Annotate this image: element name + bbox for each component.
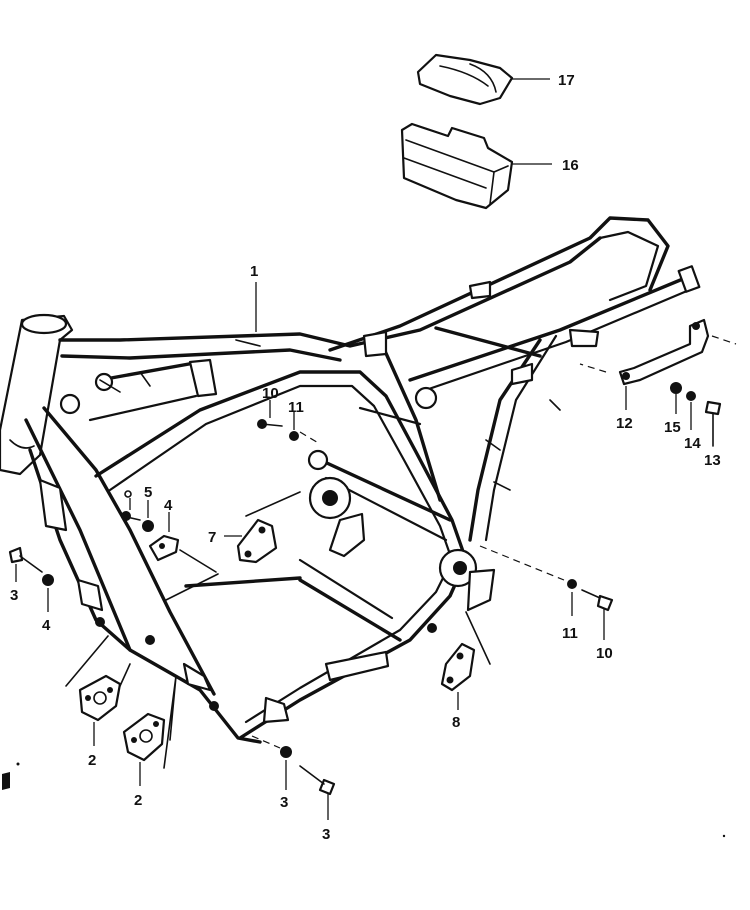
callout-12: 12	[616, 415, 633, 432]
callout-16: 16	[562, 157, 579, 174]
part-11-upper-washer	[289, 412, 299, 441]
part-9-plate	[440, 611, 491, 710]
callout-8: 7	[208, 529, 216, 546]
speck	[16, 762, 20, 766]
callout-9: 8	[452, 714, 460, 731]
edge-mark	[2, 772, 10, 790]
part-13-bolt	[704, 400, 722, 447]
part-1-main-frame	[0, 216, 701, 744]
part-3-lower-bolt	[299, 765, 336, 820]
part-8-plate	[224, 491, 301, 564]
callout-11-upper: 11	[288, 399, 304, 416]
callout-10-upper: 10	[262, 385, 279, 402]
speck	[722, 834, 726, 838]
callout-17: 17	[558, 72, 575, 89]
callout-5: 4	[164, 497, 173, 514]
part-10-upper-bolt	[257, 400, 321, 445]
part-3-upper-bolt	[8, 546, 43, 582]
part-14-washer	[686, 391, 696, 430]
part-11-lower-washer	[479, 545, 577, 616]
part-2-plate-b	[122, 675, 177, 786]
callout-3-upper: 3	[10, 587, 18, 604]
callout-2-left: 2	[88, 752, 96, 769]
part-16-case	[400, 122, 552, 210]
part-4-upper-nut	[42, 574, 54, 612]
part-15-nut	[670, 382, 682, 414]
part-7-washer	[142, 500, 154, 532]
callout-1: 1	[250, 263, 258, 280]
part-17-cover	[416, 53, 550, 106]
callout-10-lower: 10	[596, 645, 613, 662]
callout-14: 14	[684, 435, 701, 452]
callout-4-lower: 3	[280, 794, 288, 811]
part-7-bolt	[121, 490, 141, 521]
callout-11-lower: 11	[562, 625, 578, 642]
callout-3-lower: 3	[322, 826, 330, 843]
callout-15: 15	[664, 419, 681, 436]
part-12-bracket	[579, 318, 737, 410]
part-4-lower-nut	[251, 735, 292, 790]
callout-13: 13	[704, 452, 721, 469]
callout-7: 5	[144, 484, 152, 501]
part-2-plate-a	[65, 635, 131, 746]
part-5-plate	[148, 512, 219, 601]
callout-2-lower: 2	[134, 792, 142, 809]
part-10-lower-bolt	[581, 589, 614, 640]
callout-4-upper: 4	[42, 617, 51, 634]
